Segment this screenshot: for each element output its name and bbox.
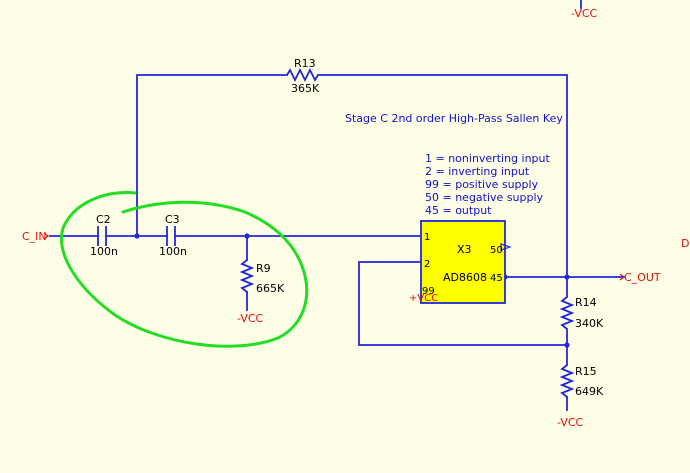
pin-legend-item: 45 = output	[425, 204, 492, 217]
net-label-output: C_OUT	[624, 271, 661, 284]
wire-group	[49, 0, 625, 411]
opamp-pin-2: 2	[424, 259, 430, 270]
resistor-symbol	[239, 259, 255, 293]
r13-ref: R13	[294, 57, 316, 70]
c3-ref: C3	[165, 213, 180, 226]
net-label-edge-fragment: D	[681, 237, 689, 250]
net-label-top-neg-supply: -VCC	[571, 7, 598, 20]
capacitor-c3[interactable]: C3 100n	[159, 213, 187, 258]
junction-dot	[564, 274, 570, 280]
opamp-pin-99: 99	[422, 286, 435, 297]
wire-inverting-loop	[358, 261, 568, 346]
pin-legend-item: 50 = negative supply	[425, 191, 544, 204]
port-arrow-input	[43, 232, 49, 240]
r15-value: 649K	[575, 385, 604, 398]
resistor-r13[interactable]: R13 365K	[286, 57, 320, 95]
pin-legend-item: 1 = noninverting input	[425, 152, 551, 165]
c3-value: 100n	[159, 245, 187, 258]
opamp-body	[420, 220, 506, 304]
opamp-pin-45: 45	[490, 273, 503, 284]
circuit-title: Stage C 2nd order High-Pass Sallen Key	[345, 112, 563, 125]
c2-value: 100n	[90, 245, 118, 258]
opamp-part-number: AD8608	[443, 271, 487, 284]
r13-value: 365K	[291, 82, 320, 95]
port-arrow-output	[619, 273, 625, 281]
resistor-r15[interactable]: R15 649K	[559, 364, 604, 398]
wire-feedback-left	[136, 74, 288, 237]
c2-ref: C2	[96, 213, 111, 226]
net-label-r9-neg-supply: -VCC	[237, 312, 264, 325]
pin-legend: 1 = noninverting input 2 = inverting inp…	[425, 152, 551, 217]
opamp-pin-50: 50	[490, 245, 503, 256]
resistor-symbol	[286, 67, 319, 83]
resistor-symbol	[559, 296, 575, 330]
net-label-r15-neg-supply: -VCC	[557, 416, 584, 429]
annotation-circle	[60, 190, 309, 348]
junction-dot	[134, 233, 140, 239]
r9-ref: R9	[256, 262, 271, 275]
resistor-r14[interactable]: R14 340K	[559, 296, 604, 330]
wire-feedback-right	[317, 74, 568, 298]
r15-ref: R15	[575, 365, 597, 378]
opamp-pos-supply-label: +VCC	[409, 293, 438, 304]
r14-ref: R14	[575, 296, 597, 309]
r14-value: 340K	[575, 317, 604, 330]
junction-dot	[244, 233, 250, 239]
opamp-ref: X3	[457, 243, 472, 256]
opamp-pin-50-marker	[500, 243, 512, 251]
opamp-x3[interactable]: 1 2 99 50 45 X3 AD8608 +VCC	[409, 220, 512, 304]
resistor-r9[interactable]: R9 665K	[239, 259, 285, 295]
resistor-symbol	[559, 364, 575, 398]
net-label-input: C_IN	[22, 230, 47, 243]
pin-legend-item: 99 = positive supply	[425, 178, 539, 191]
opamp-pin-1: 1	[424, 232, 430, 243]
pin-legend-item: 2 = inverting input	[425, 165, 530, 178]
r9-value: 665K	[256, 282, 285, 295]
junction-dot	[564, 342, 570, 348]
capacitor-c2[interactable]: C2 100n	[90, 213, 118, 258]
net-label-group: C_IN C_OUT -VCC -VCC -VCC D	[22, 7, 689, 429]
